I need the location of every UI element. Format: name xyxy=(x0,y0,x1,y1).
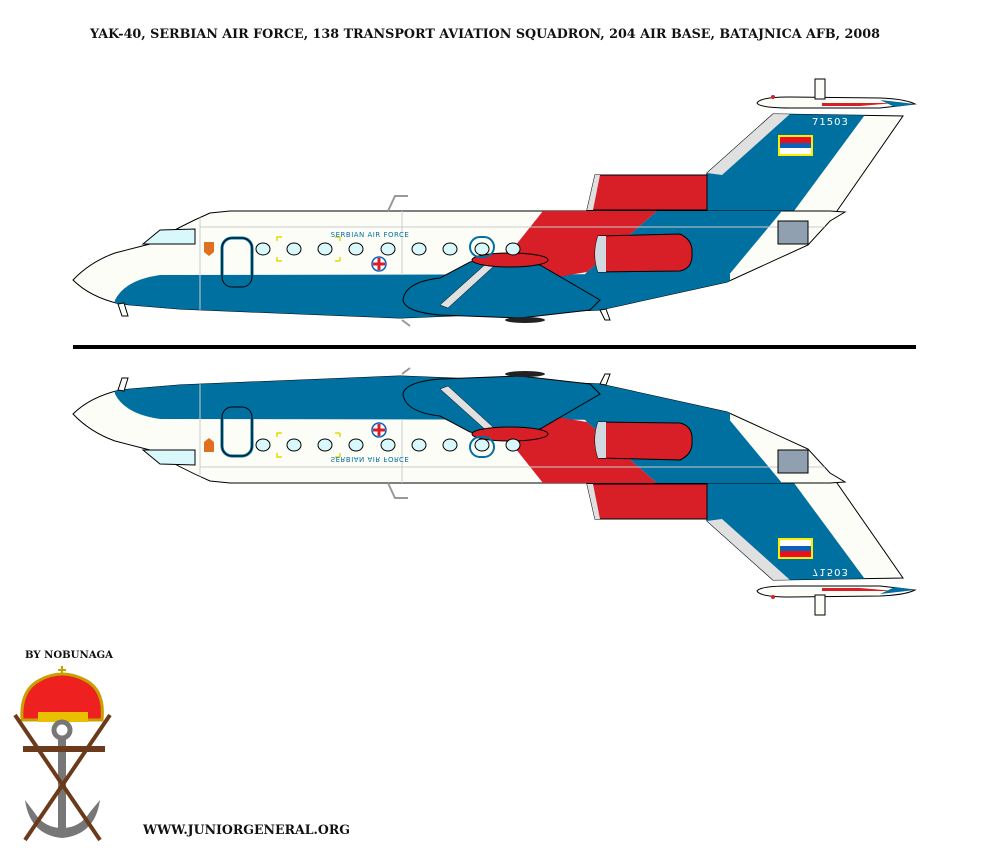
aircraft-bottom-view xyxy=(73,364,915,615)
divider-line xyxy=(73,345,916,349)
cabin-windows xyxy=(255,242,521,256)
aircraft-top-view: 71503 xyxy=(72,78,917,327)
serial-number: 71503 xyxy=(812,117,849,128)
website-credit: WWW.JUNIORGENERAL.ORG xyxy=(142,823,350,838)
unit-badge-icon xyxy=(204,242,214,256)
serbian-flag xyxy=(778,135,813,156)
cockpit-window xyxy=(141,228,196,245)
roundel-icon xyxy=(371,256,387,272)
sheet-title: YAK-40, SERBIAN AIR FORCE, 138 TRANSPORT… xyxy=(89,27,880,42)
fuselage-lettering: SERBIAN AIR FORCE xyxy=(331,231,410,239)
author-credit: BY NOBUNAGA xyxy=(25,650,113,661)
marine-infantry-emblem-logo xyxy=(13,666,112,842)
